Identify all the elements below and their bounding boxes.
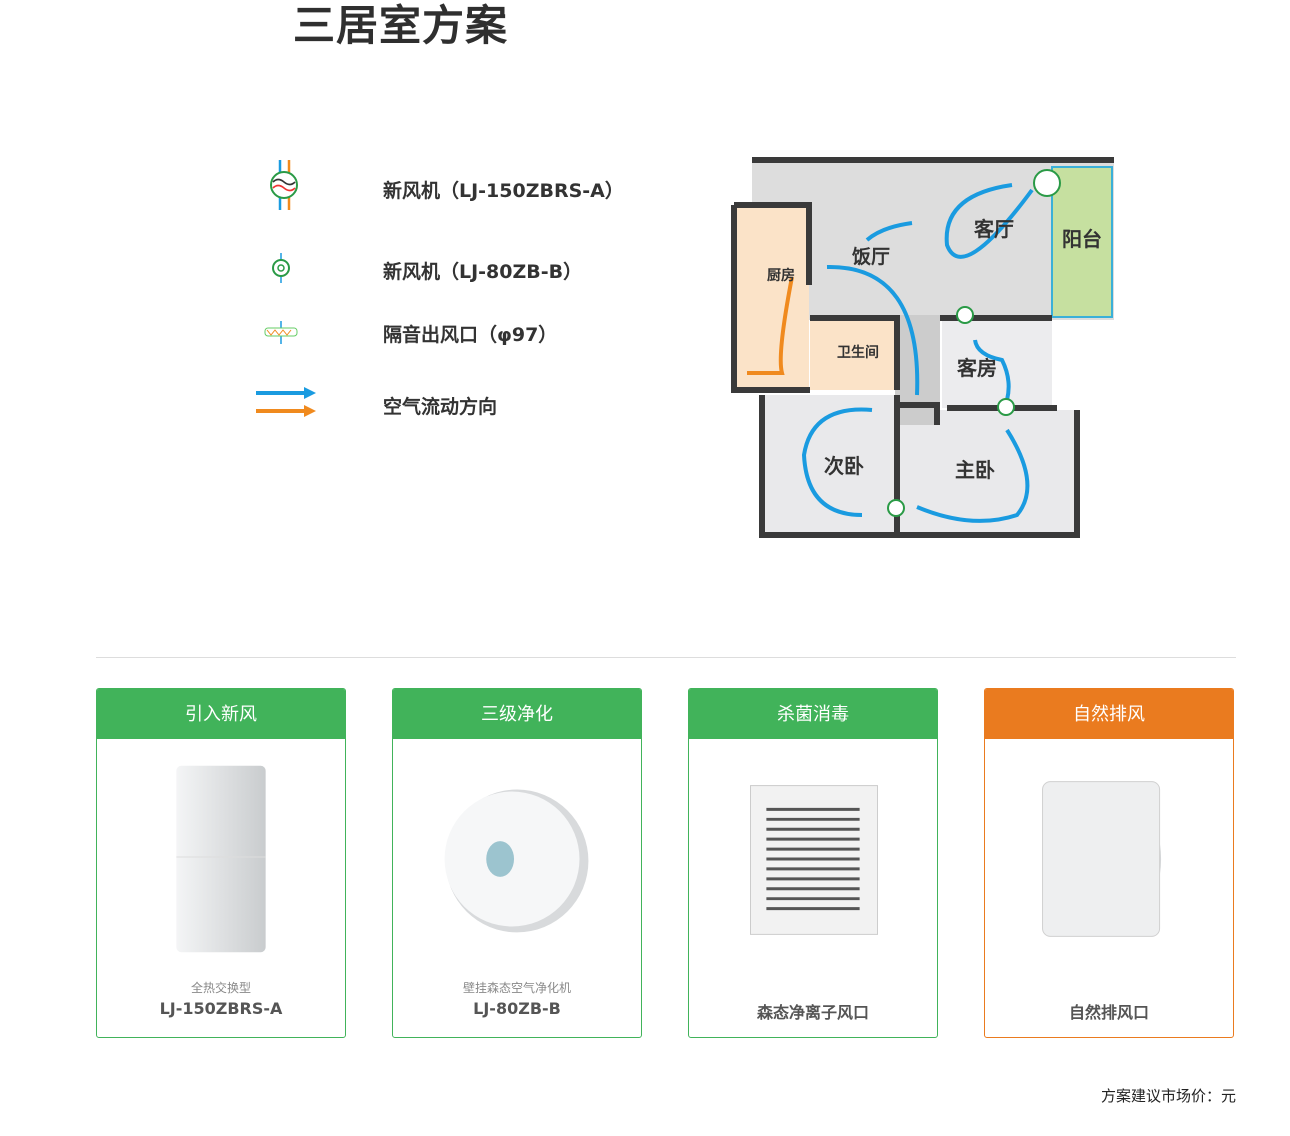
card-model: LJ-80ZB-B: [473, 999, 561, 1018]
room-label-dining: 饭厅: [851, 245, 890, 268]
room-label-kitchen: 厨房: [767, 267, 795, 284]
price-text: 方案建议市场价：元: [1100, 1087, 1236, 1105]
legend-item: 空气流动方向: [250, 378, 650, 428]
legend-item: 隔音出风口（φ97）: [250, 306, 650, 356]
card-header: 杀菌消毒: [689, 689, 937, 739]
fan-unit-icon: [272, 253, 290, 283]
product-card[interactable]: 引入新风 全热交换型 LJ-150ZBRS-A: [96, 688, 346, 1038]
product-card[interactable]: 自然排风 自然排风口: [984, 688, 1234, 1038]
room-label-guest: 客房: [956, 356, 997, 380]
room-label-bathroom: 卫生间: [837, 344, 879, 361]
exhaust-vent-image: [1042, 781, 1162, 937]
legend-label: 新风机（LJ-150ZBRS-A）: [383, 180, 624, 202]
page-title: 三居室方案: [293, 1, 509, 50]
section-divider: [96, 657, 1236, 658]
product-card[interactable]: 三级净化 壁挂森态空气净化机 LJ-80ZB-B: [392, 688, 642, 1038]
legend-label: 新风机（LJ-80ZB-B）: [383, 261, 583, 283]
card-model: 森态净离子风口: [756, 1003, 869, 1022]
card-header: 引入新风: [97, 689, 345, 739]
room-label-second-bedroom: 次卧: [824, 454, 864, 478]
product-card[interactable]: 杀菌消毒 森态净离子风口: [688, 688, 938, 1038]
card-header: 自然排风: [985, 689, 1233, 739]
card-model: 自然排风口: [1068, 1003, 1149, 1022]
card-model: LJ-150ZBRS-A: [159, 999, 283, 1018]
legend-item: 新风机（LJ-150ZBRS-A）: [250, 160, 650, 210]
card-header: 三级净化: [393, 689, 641, 739]
card-subtitle: 全热交换型: [190, 981, 251, 995]
heat-exchanger-icon: [270, 160, 298, 210]
legend-label: 空气流动方向: [383, 396, 498, 418]
legend-label: 隔音出风口（φ97）: [383, 324, 558, 346]
card-subtitle: 壁挂森态空气净化机: [462, 981, 571, 995]
fresh-air-unit-image: [176, 765, 266, 953]
floor-plan: 客厅 阳台 饭厅 厨房 卫生间 客房 次卧 主卧: [731, 157, 1114, 538]
ion-vent-image: [750, 785, 878, 935]
airflow-arrows-icon: [256, 387, 316, 417]
legend-item: 新风机（LJ-80ZB-B）: [250, 243, 650, 293]
room-label-master-bedroom: 主卧: [955, 458, 995, 482]
wall-purifier-image: [444, 789, 589, 933]
room-label-balcony: 阳台: [1062, 227, 1102, 251]
room-label-living: 客厅: [973, 217, 1014, 241]
silencer-vent-icon: [264, 321, 298, 344]
